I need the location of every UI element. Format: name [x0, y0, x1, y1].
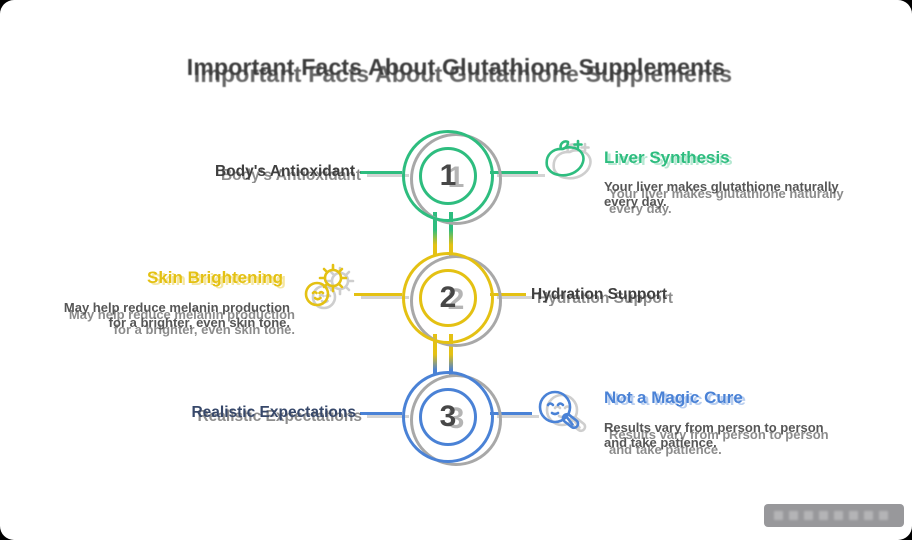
step3-heading: Not a Magic Cure	[604, 388, 743, 407]
step3-side-label: Realistic Expectations	[191, 404, 356, 421]
step2-heading: Skin Brightening	[147, 268, 283, 287]
step-circle-3-inner: 3	[419, 388, 477, 446]
step1-right-line	[490, 171, 538, 174]
step-circle-1: 1	[402, 130, 494, 222]
step3-description: Results vary from person to person and t…	[604, 420, 864, 450]
step2-desc-line2: for a brighter, even skin tone.	[108, 315, 290, 330]
liver-icon	[540, 138, 590, 193]
page-title: Important Facts About Glutathione Supple…	[186, 54, 726, 80]
step1-desc-line1: Your liver makes glutathione naturally	[604, 179, 839, 194]
step1-description: Your liver makes glutathione naturally e…	[604, 179, 864, 209]
step3-desc-line1: Results vary from person to person	[604, 420, 824, 435]
step-circle-1-inner: 1	[419, 147, 477, 205]
step1-desc-line2: every day.	[604, 194, 667, 209]
step2-description: May help reduce melanin production for a…	[48, 300, 290, 330]
step2-side-label: Hydration Support	[531, 286, 668, 303]
watermark	[764, 504, 904, 527]
step1-left-line	[360, 171, 402, 174]
connector-line-1-2	[433, 212, 437, 256]
step3-left-line	[360, 412, 402, 415]
step-circle-3: 3	[402, 371, 494, 463]
step-number-3: 3	[439, 400, 457, 433]
face-pill-icon	[534, 386, 584, 441]
connector-line-2-3	[449, 334, 453, 375]
step-circle-2: 2	[402, 252, 494, 344]
step1-side-label: Body's Antioxidant	[214, 163, 355, 180]
step2-left-line	[354, 293, 402, 296]
step3-right-line	[490, 412, 532, 415]
step1-heading: Liver Synthesis	[604, 148, 730, 167]
connector-line-1-2	[449, 212, 453, 256]
step-number-2: 2	[439, 281, 457, 314]
connector-line-2-3	[433, 334, 437, 375]
step2-desc-line1: May help reduce melanin production	[63, 300, 290, 315]
step-circle-2-inner: 2	[419, 269, 477, 327]
sun-face-icon	[302, 262, 352, 317]
step-number-1: 1	[439, 159, 457, 192]
step2-right-line	[490, 293, 526, 296]
step3-desc-line2: and take patience.	[604, 435, 717, 450]
